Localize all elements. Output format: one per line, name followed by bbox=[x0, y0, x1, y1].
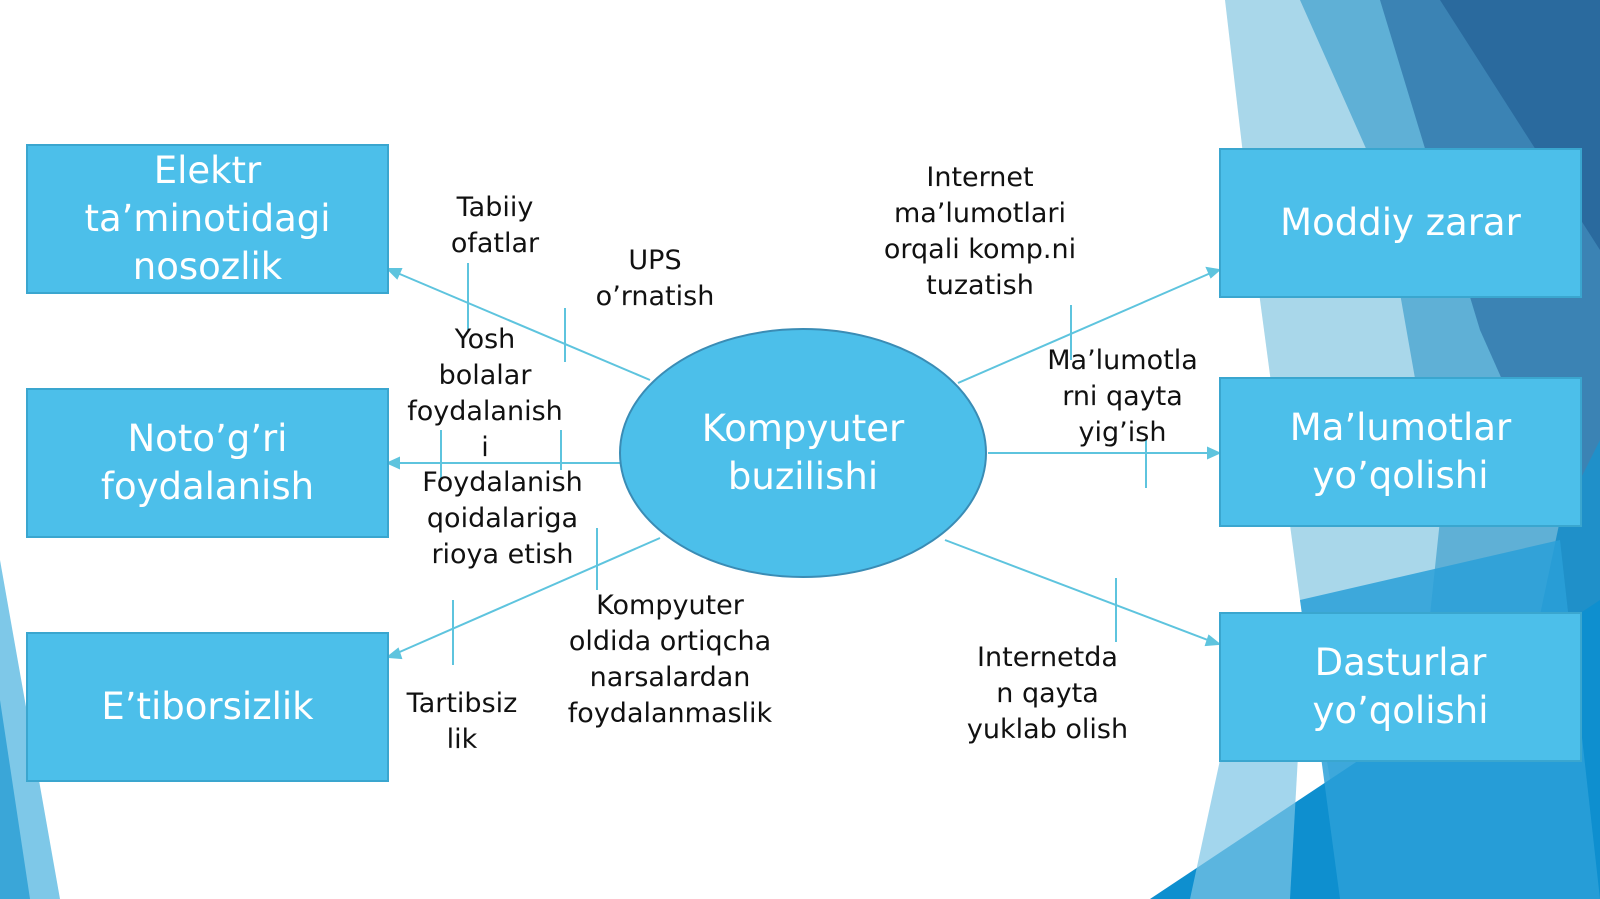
center-line: buzilishi bbox=[727, 455, 879, 498]
annotation-line: o’rnatish bbox=[595, 281, 715, 312]
annotation-line: UPS bbox=[628, 245, 682, 276]
annotation-tabiiy: Tabiiy ofatlar bbox=[415, 190, 575, 262]
annotation-ortiqcha: Kompyuter oldida ortiqcha narsalardan fo… bbox=[560, 588, 780, 732]
annotation-line: rioya etish bbox=[431, 539, 574, 570]
annotation-line: qoidalariga bbox=[426, 503, 579, 534]
annotation-qoidalar: Foydalanish qoidalariga rioya etish bbox=[410, 465, 595, 573]
box-line: E’tiborsizlik bbox=[101, 685, 314, 728]
annotation-line: Ma’lumotla bbox=[1047, 345, 1198, 376]
annotation-line: rni qayta bbox=[1062, 381, 1183, 412]
annotation-line: ma’lumotlari bbox=[893, 198, 1067, 229]
annotation-line: Yosh bbox=[454, 324, 516, 355]
effect-box-malumotlar: Ma’lumotlar yo’qolishi bbox=[1219, 377, 1582, 527]
cause-box-etiborsizlik: E’tiborsizlik bbox=[26, 632, 389, 782]
effect-box-dasturlar: Dasturlar yo’qolishi bbox=[1219, 612, 1582, 762]
annotation-qayta-yuklab: Internetda n qayta yuklab olish bbox=[955, 640, 1140, 748]
annotation-line: Tabiiy bbox=[456, 192, 534, 223]
annotation-line: Foydalanish bbox=[422, 467, 583, 498]
annotation-line: lik bbox=[446, 724, 478, 755]
annotation-line: foydalanmaslik bbox=[567, 698, 773, 729]
box-line: Noto’g’ri bbox=[127, 417, 288, 460]
box-line: yo’qolishi bbox=[1312, 689, 1489, 732]
annotation-line: Internet bbox=[926, 162, 1034, 193]
box-line: nosozlik bbox=[132, 245, 283, 288]
connectors bbox=[385, 263, 1222, 665]
annotation-line: narsalardan bbox=[589, 662, 751, 693]
box-line: Dasturlar bbox=[1314, 641, 1487, 684]
annotation-line: Tartibsiz bbox=[406, 688, 518, 719]
annotation-line: orqali komp.ni bbox=[883, 234, 1077, 265]
cause-box-notogri: Noto’g’ri foydalanish bbox=[26, 388, 389, 538]
annotation-line: bolalar bbox=[438, 360, 532, 391]
center-ellipse bbox=[619, 328, 987, 578]
annotation-yosh: Yosh bolalar foydalanish i bbox=[395, 322, 575, 466]
annotation-tartibsiz: Tartibsiz lik bbox=[392, 686, 532, 758]
annotation-line: oldida ortiqcha bbox=[568, 626, 772, 657]
annotation-qayta-yigish: Ma’lumotla rni qayta yig’ish bbox=[1035, 343, 1210, 451]
annotation-line: Internetda bbox=[977, 642, 1118, 673]
annotation-line: ofatlar bbox=[450, 228, 540, 259]
center-line: Kompyuter bbox=[701, 407, 905, 450]
box-line: Elektr bbox=[153, 149, 262, 192]
box-line: Ma’lumotlar bbox=[1289, 406, 1512, 449]
annotation-line: i bbox=[481, 432, 489, 463]
annotation-line: Kompyuter bbox=[596, 590, 744, 621]
box-line: yo’qolishi bbox=[1312, 454, 1489, 497]
annotation-line: tuzatish bbox=[926, 270, 1034, 301]
center-node-label: Kompyuter buzilishi bbox=[638, 405, 968, 501]
box-line: foydalanish bbox=[100, 465, 315, 508]
annotation-line: n qayta bbox=[996, 678, 1099, 709]
effect-box-moddiy: Moddiy zarar bbox=[1219, 148, 1582, 298]
annotation-line: yuklab olish bbox=[966, 714, 1129, 745]
box-line: ta’minotidagi bbox=[84, 197, 331, 240]
annotation-line: yig’ish bbox=[1078, 417, 1167, 448]
cause-box-elektr: Elektr ta’minotidagi nosozlik bbox=[26, 144, 389, 294]
box-line: Moddiy zarar bbox=[1280, 201, 1521, 244]
annotation-line: foydalanish bbox=[407, 396, 563, 427]
annotation-internet-tuzatish: Internet ma’lumotlari orqali komp.ni tuz… bbox=[870, 160, 1090, 304]
annotation-ups: UPS o’rnatish bbox=[575, 243, 735, 315]
